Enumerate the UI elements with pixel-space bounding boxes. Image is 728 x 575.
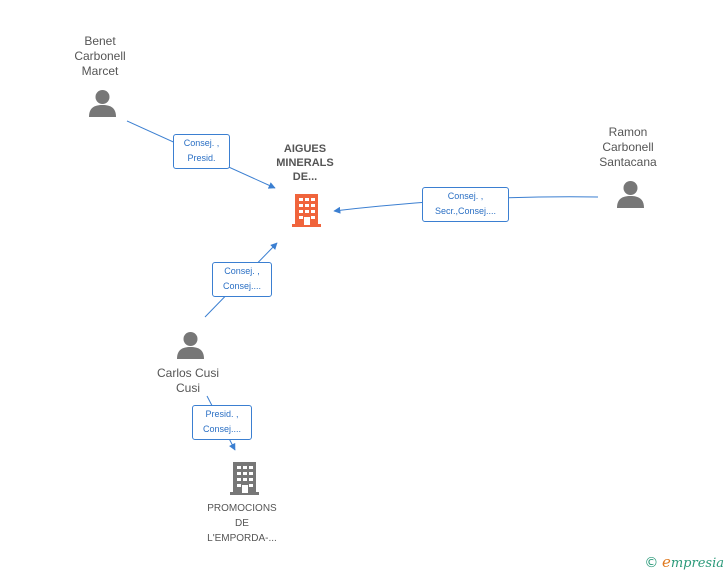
name-line: DE — [235, 518, 249, 529]
role-text: Presid. , — [205, 409, 239, 419]
role-text: Consej. , — [224, 266, 260, 276]
brand-footer[interactable]: © empresia — [644, 553, 724, 571]
name-line: Carlos Cusi — [156, 366, 219, 380]
edge-label-benet-main[interactable]: Consej. , Presid. — [173, 134, 230, 169]
person-icon[interactable] — [616, 180, 645, 208]
brand-initial: e — [661, 553, 671, 571]
building-icon[interactable] — [229, 461, 260, 495]
edge-label-ramon-main[interactable]: Consej. , Secr.,Consej.... — [422, 187, 509, 222]
role-text: Presid. — [187, 153, 216, 163]
name-line: Carbonell — [74, 49, 126, 63]
person-icon[interactable] — [176, 331, 205, 359]
copyright-symbol: © — [644, 555, 659, 571]
name-line: Santacana — [599, 155, 657, 169]
edge-label-carlos-main[interactable]: Consej. , Consej.... — [212, 262, 272, 297]
person-name-benet[interactable]: Benet Carbonell Marcet — [60, 34, 140, 79]
name-line: MINERALS — [276, 157, 334, 169]
role-text: Consej. , — [183, 138, 220, 148]
person-name-carlos[interactable]: Carlos Cusi Cusi — [143, 366, 233, 396]
building-icon[interactable] — [291, 193, 322, 227]
person-icon[interactable] — [88, 89, 117, 117]
name-line: L'EMPORDA-... — [207, 533, 277, 544]
brand-name: mpresia — [670, 556, 724, 571]
name-line: Cusi — [175, 381, 200, 395]
name-line: PROMOCIONS — [207, 503, 277, 514]
role-text: Consej.... — [202, 424, 242, 434]
name-line: Carbonell — [602, 140, 654, 154]
name-line: Marcet — [81, 64, 119, 78]
name-line: Ramon — [608, 125, 648, 139]
name-line: Benet — [84, 34, 116, 48]
name-line: DE... — [292, 171, 318, 183]
company-name-main[interactable]: AIGUES MINERALS DE... — [262, 142, 348, 184]
role-text: Consej.... — [222, 281, 262, 291]
role-text: Consej. , — [447, 191, 484, 201]
company-name-promocions[interactable]: PROMOCIONS DE L'EMPORDA-... — [196, 501, 288, 546]
person-name-ramon[interactable]: Ramon Carbonell Santacana — [583, 125, 673, 170]
edge-label-carlos-promocions[interactable]: Presid. , Consej.... — [192, 405, 252, 440]
name-line: AIGUES — [283, 143, 327, 155]
role-text: Secr.,Consej.... — [434, 206, 497, 216]
